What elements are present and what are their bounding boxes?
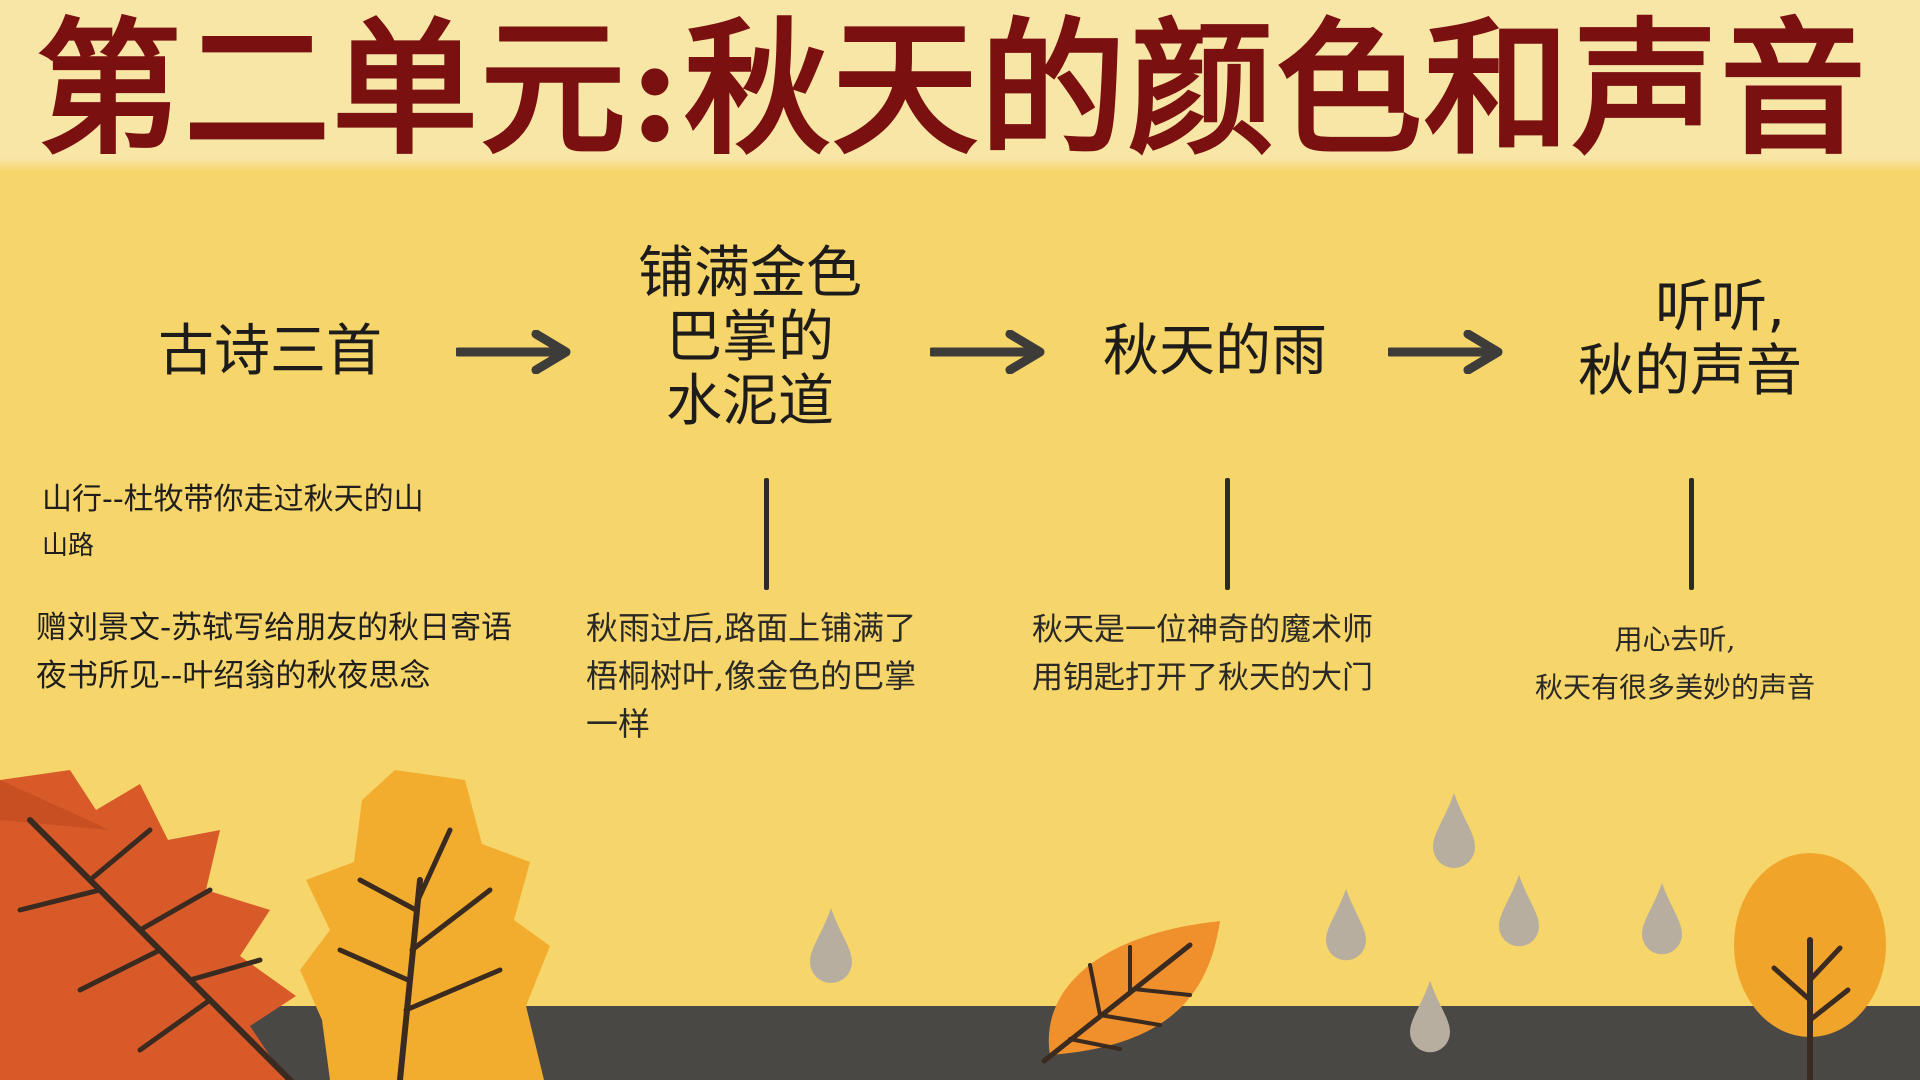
- description-line: 梧桐树叶,像金色的巴掌: [586, 657, 917, 695]
- raindrop-icon: [1433, 793, 1475, 868]
- lesson-2-title-line: 铺满金色: [638, 241, 862, 306]
- lesson-4-description: 用心去听, 秋天有很多美妙的声音: [1500, 616, 1850, 712]
- poem-text-continued: 山路: [42, 531, 95, 561]
- raindrop-icon: [1499, 874, 1539, 947]
- arrow-right-icon: [930, 330, 1045, 374]
- lesson-1-title-line: 古诗三首: [158, 319, 382, 384]
- connector-line: [1225, 478, 1230, 590]
- connector-line: [764, 478, 769, 590]
- description-line: 秋雨过后,路面上铺满了: [586, 609, 917, 647]
- page-title: 第二单元:秋天的颜色和声音: [36, 4, 1868, 175]
- connector-line: [1689, 478, 1694, 590]
- lesson-3-title: 秋天的雨: [1080, 320, 1350, 384]
- poem-text: 赠刘景文-苏轼写给朋友的秋日寄语: [36, 610, 513, 646]
- arrow-right-icon: [456, 330, 571, 374]
- lesson-3-description: 秋天是一位神奇的魔术师 用钥匙打开了秋天的大门: [1032, 606, 1412, 702]
- maple-leaf-icon: [300, 770, 550, 1080]
- poem-text: 山行--杜牧带你走过秋天的山: [42, 482, 424, 517]
- tree-icon: [1734, 853, 1886, 1080]
- lesson-1-title: 古诗三首: [140, 320, 400, 384]
- description-line: 秋天是一位神奇的魔术师: [1032, 612, 1373, 648]
- lesson-4-title-line: 听听,: [1655, 275, 1785, 340]
- lesson-2-title-line: 巴掌的: [666, 305, 834, 370]
- raindrop-icon: [1410, 980, 1450, 1053]
- raindrop-icon: [1642, 882, 1682, 955]
- lesson-4-title: 听听, 秋的声音: [1540, 276, 1840, 404]
- lesson-2-title: 铺满金色 巴掌的 水泥道: [600, 242, 900, 434]
- lesson-3-title-line: 秋天的雨: [1103, 319, 1327, 384]
- leaf-icon: [1041, 921, 1220, 1064]
- description-line: 一样: [586, 705, 651, 743]
- poem-item: 山行--杜牧带你走过秋天的山 山路: [42, 478, 424, 570]
- ground-band: [0, 1006, 1920, 1080]
- description-line: 用心去听,: [1614, 623, 1736, 656]
- maple-leaf-icon: [0, 770, 296, 1080]
- lesson-2-description: 秋雨过后,路面上铺满了 梧桐树叶,像金色的巴掌 一样: [586, 604, 966, 748]
- poem-item: 夜书所见--叶绍翁的秋夜思念: [36, 652, 430, 700]
- lesson-4-title-line: 秋的声音: [1578, 339, 1802, 404]
- header-band: [0, 0, 1920, 172]
- poem-text: 夜书所见--叶绍翁的秋夜思念: [36, 658, 431, 694]
- description-line: 秋天有很多美妙的声音: [1534, 671, 1815, 704]
- lesson-2-title-line: 水泥道: [666, 369, 834, 434]
- raindrop-icon: [1326, 888, 1366, 961]
- description-line: 用钥匙打开了秋天的大门: [1032, 660, 1373, 696]
- arrow-right-icon: [1388, 330, 1503, 374]
- poem-item: 赠刘景文-苏轼写给朋友的秋日寄语: [36, 604, 512, 652]
- raindrop-icon: [810, 908, 852, 983]
